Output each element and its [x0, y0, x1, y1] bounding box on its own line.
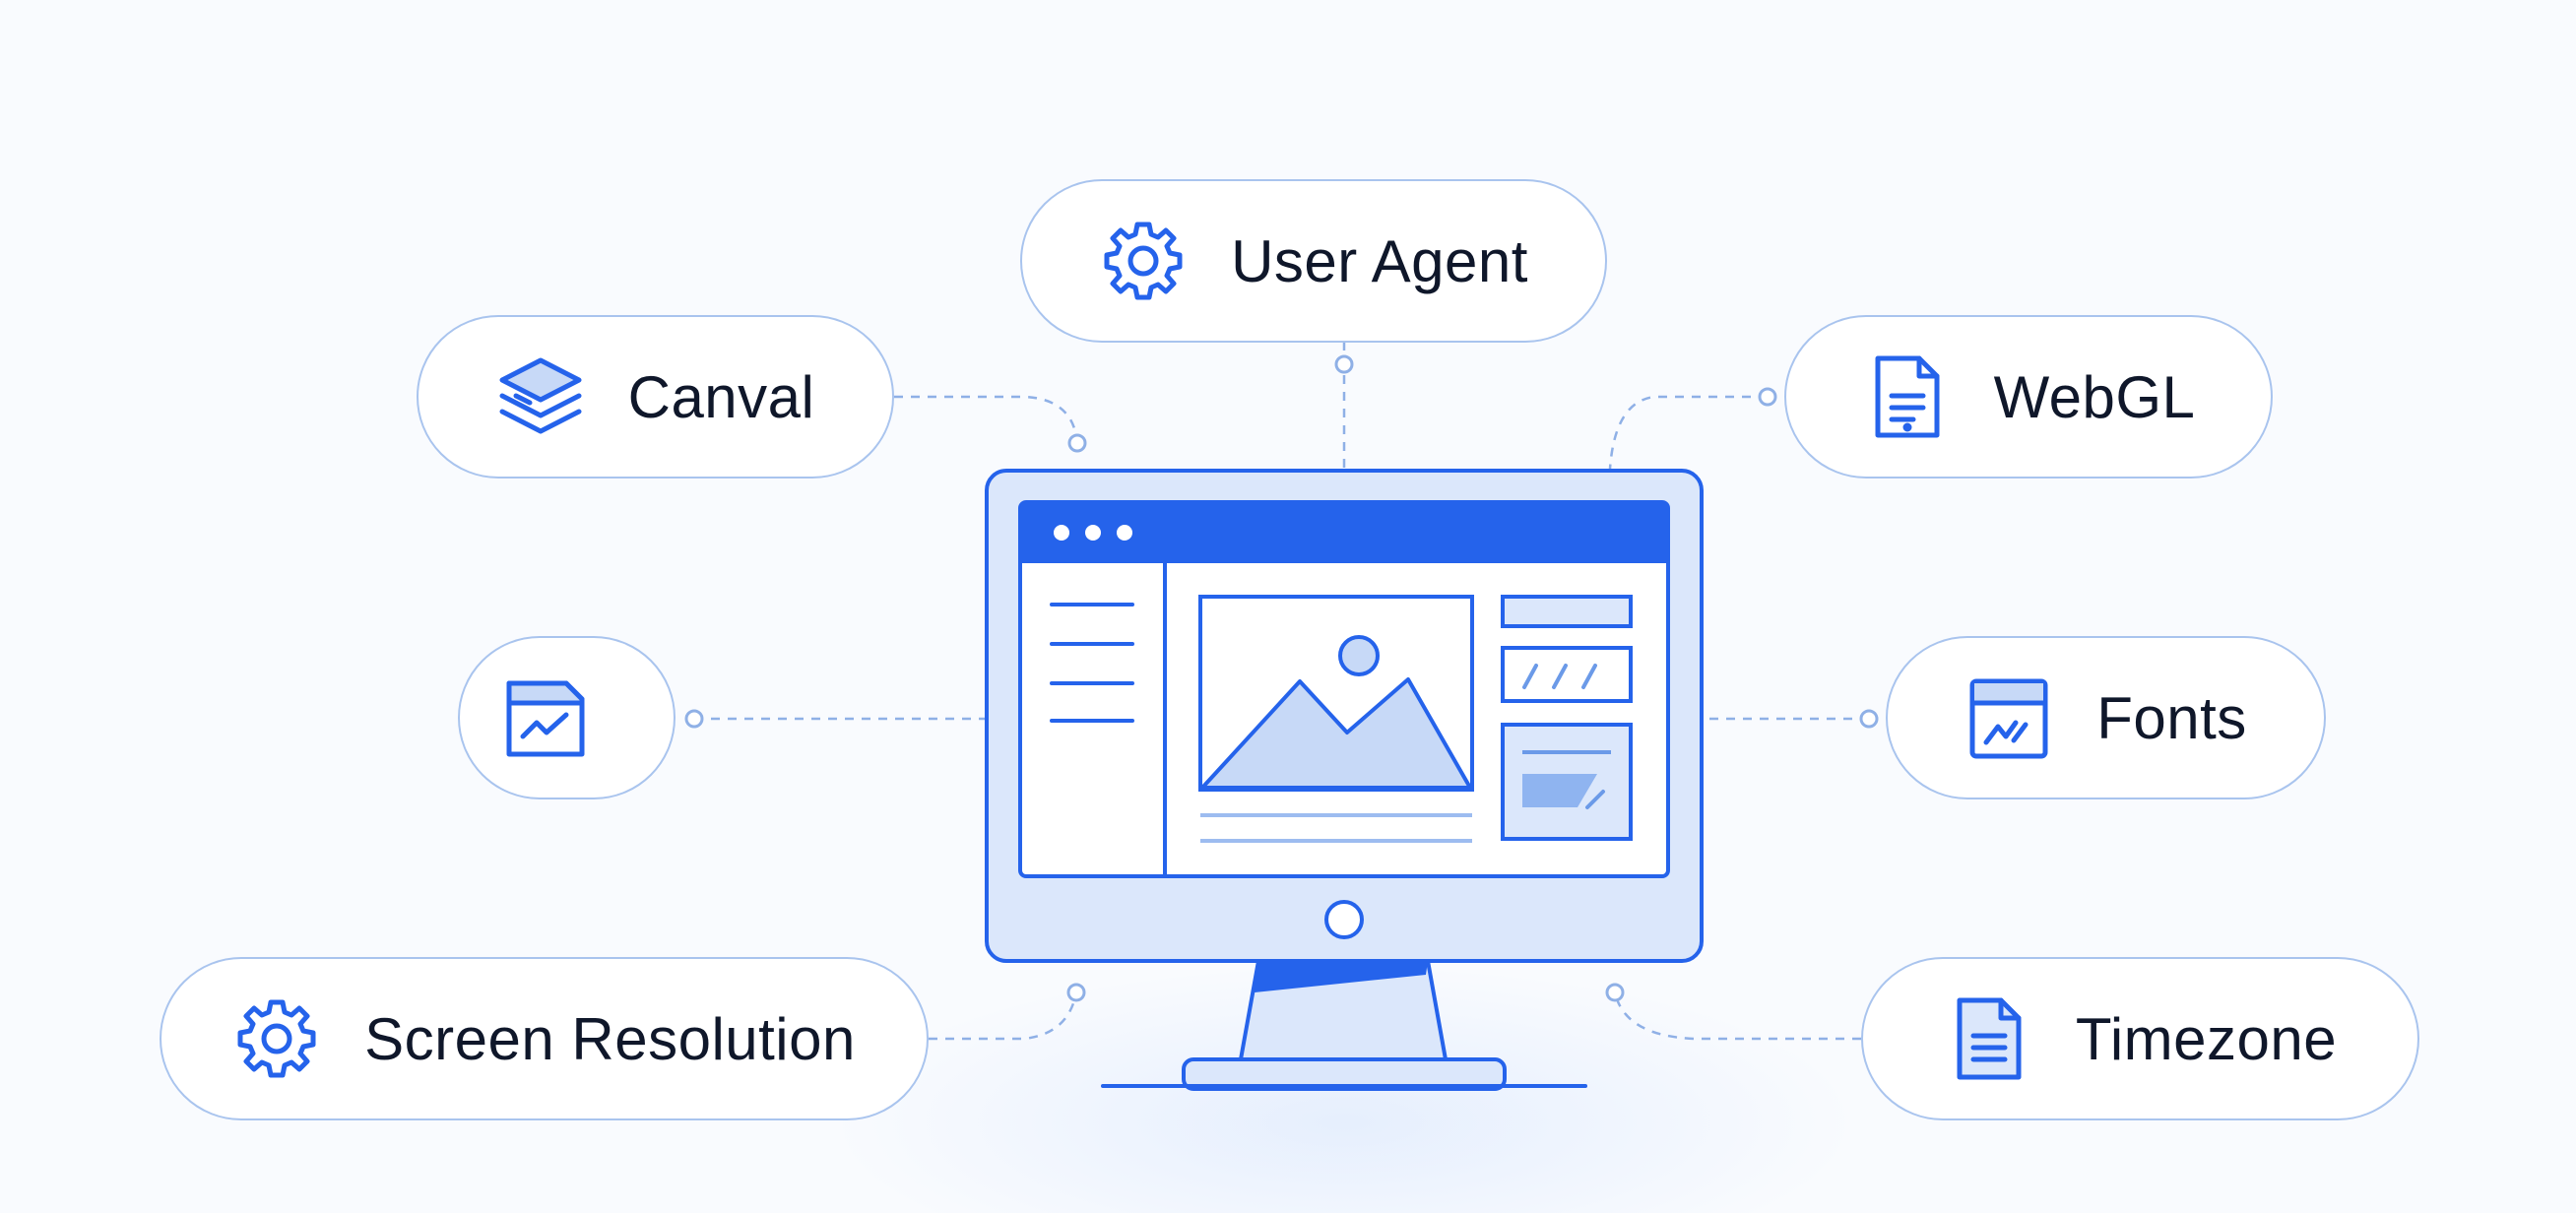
- monitor-power-button: [1324, 900, 1364, 939]
- connector-dot-fonts: [1859, 709, 1879, 729]
- connector-dot-user-agent: [1334, 354, 1354, 374]
- connector-webgl: [1608, 395, 1768, 470]
- node-canval: Canval: [417, 315, 894, 479]
- node-label: Screen Resolution: [364, 1005, 856, 1072]
- monitor-browser-icon: [985, 469, 1704, 1091]
- chart-window-icon: [501, 673, 590, 762]
- node-timezone: Timezone: [1861, 957, 2419, 1120]
- connector-timezone: [1613, 991, 1861, 1041]
- monitor-stand: [1101, 959, 1587, 1091]
- document-icon: [1862, 352, 1951, 441]
- browser-window: [1018, 500, 1670, 878]
- node-label: Timezone: [2075, 1005, 2338, 1072]
- node-webgl: WebGL: [1784, 315, 2273, 479]
- connector-dot-canval: [1067, 433, 1087, 453]
- stack-layers-icon: [496, 352, 585, 441]
- node-label: WebGL: [1993, 363, 2196, 430]
- document-icon: [1944, 994, 2032, 1083]
- node-screen-resolution: Screen Resolution: [160, 957, 929, 1120]
- node-label: Canval: [627, 363, 815, 430]
- node-label: Fonts: [2096, 684, 2247, 751]
- gear-icon: [232, 994, 321, 1083]
- connector-dot-screen-resolution: [1066, 983, 1086, 1002]
- node-user-agent: User Agent: [1020, 179, 1607, 343]
- connector-dot-chart: [684, 709, 704, 729]
- gear-icon: [1099, 217, 1188, 305]
- chart-window-icon: [1964, 673, 2053, 762]
- connector-dot-timezone: [1605, 983, 1625, 1002]
- connector-dot-webgl: [1758, 387, 1777, 407]
- node-label: User Agent: [1231, 227, 1528, 294]
- node-fonts: Fonts: [1886, 636, 2326, 799]
- connector-canval: [894, 395, 1079, 444]
- node-chart: [458, 636, 676, 799]
